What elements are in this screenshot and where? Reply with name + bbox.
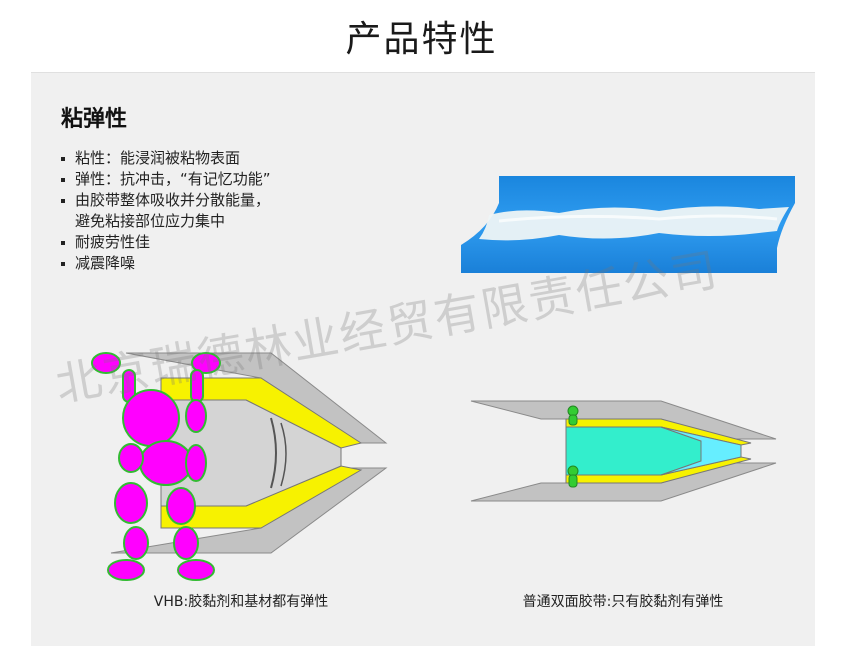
feature-text: 弹性：抗冲击，“有记忆功能” (75, 170, 271, 188)
small-figure-icon (567, 405, 579, 488)
feature-item: 弹性：抗冲击，“有记忆功能” (59, 169, 271, 190)
feature-item: 粘性：能浸润被粘物表面 (59, 148, 271, 169)
rigid-core-tip (660, 426, 742, 476)
elastic-figure-icon (91, 352, 221, 581)
content-panel: 粘弹性 粘性：能浸润被粘物表面 弹性：抗冲击，“有记忆功能” 由胶带整体吸收并分… (31, 72, 815, 646)
feature-text-continued: 避免粘接部位应力集中 (75, 212, 226, 230)
feature-list: 粘性：能浸润被粘物表面 弹性：抗冲击，“有记忆功能” 由胶带整体吸收并分散能量，… (59, 148, 271, 274)
page-title: 产品特性 (345, 19, 498, 60)
ordinary-tape-diagram (470, 400, 777, 502)
feature-text: 减震降噪 (75, 254, 136, 272)
feature-text: 由胶带整体吸收并分散能量， (75, 191, 271, 209)
foam-core (160, 399, 342, 507)
feature-text: 粘性：能浸润被粘物表面 (75, 149, 241, 167)
section-heading: 粘弹性 (61, 107, 128, 132)
feature-text: 耐疲劳性佳 (75, 233, 151, 251)
feature-item: 减震降噪 (59, 253, 271, 274)
vhb-diagram (91, 352, 388, 581)
feature-item: 耐疲劳性佳 (59, 232, 271, 253)
feature-item: 由胶带整体吸收并分散能量， 避免粘接部位应力集中 (59, 190, 271, 232)
ordinary-tape-caption: 普通双面胶带:只有胶黏剂有弹性 (522, 594, 724, 610)
foam-tape-illustration (461, 176, 795, 273)
vhb-caption: VHB:胶黏剂和基材都有弹性 (153, 594, 329, 610)
